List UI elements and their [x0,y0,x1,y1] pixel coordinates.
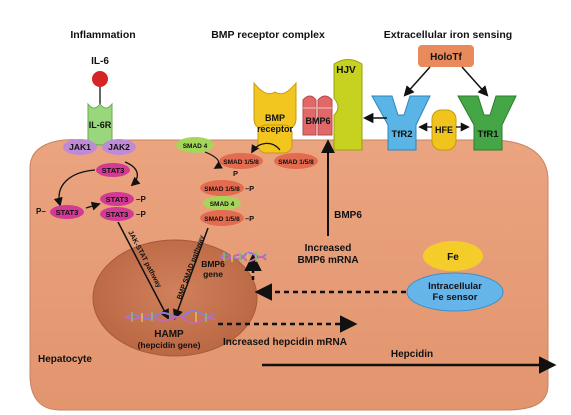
stat3-dimer-a-p: –P [136,195,146,204]
jak2 [102,139,136,155]
smad158-free [274,153,318,169]
bmp6-gene-label-1: BMP6 [201,259,225,269]
bmp6-ligand [302,95,333,136]
stat3-top [96,163,130,177]
bmp-receptor-base [257,124,293,154]
hfe-label: HFE [435,125,453,135]
smad-complex-top [200,180,244,196]
tfr1 [457,95,517,151]
hjv-label: HJV [336,65,356,76]
jak1-label: JAK1 [69,142,91,152]
holotf-to-tfr2-arrow [403,66,431,97]
smad-complex-top-label: SMAD 1/5/8 [204,186,240,193]
il6r-label: IL-6R [89,120,112,130]
il6-label: IL-6 [91,56,109,67]
smad4-free [176,137,214,153]
section-extracellular-iron-sensing: Extracellular iron sensing [384,29,512,41]
bmp-receptor-label-1: BMP [265,113,285,123]
smad-complex-smad4-label: SMAD 4 [210,201,235,208]
increased-bmp6-mrna-1: Increased [305,243,352,254]
hepcidin-label: Hepcidin [391,349,433,360]
smad-complex-bottom-p: –P [245,214,254,223]
intracellular-sensor-label-1: Intracellular [428,281,482,292]
stat3-left [50,205,84,219]
stat3-dimer-a [100,192,134,206]
increased-hepcidin-mrna-label: Increased hepcidin mRNA [223,337,347,348]
bmp6-arrow-label: BMP6 [334,210,362,221]
stat3-dimer-b-label: STAT3 [106,210,129,219]
stat3-left-p: P– [36,207,46,216]
bmp6-gene-label-2: gene [203,269,223,279]
bmp-smad-pathway-arrow [172,227,209,320]
smad158-phos [219,153,263,169]
smad-complex-bottom-label: SMAD 1/5/8 [204,216,240,223]
stat3-dimer-b-p: –P [136,210,146,219]
tfr2-label: TfR2 [391,129,412,140]
bmp6-ligand-label: BMP6 [305,116,330,126]
stat3-phosphorylation-arrow [124,161,141,187]
hamp-sub-label: (hepcidin gene) [138,340,201,350]
stat3-recycle-arrow [53,169,96,207]
tfr2 [371,95,431,151]
stat3-dimer-a-label: STAT3 [106,195,129,204]
jak1 [63,139,97,155]
holotf-to-tfr1-arrow [461,66,489,97]
fe-label: Fe [447,252,459,263]
hamp-label: HAMP [154,329,184,340]
intracellular-sensor-label-2: Fe sensor [433,292,478,303]
smad4-free-label: SMAD 4 [183,143,208,150]
intracellular-fe-sensor [406,272,504,312]
jak-stat-pathway-arrow [117,221,169,320]
smad158-free-label: SMAD 1/5/8 [278,159,314,166]
smad-complex-bottom [200,210,244,226]
smad-phosphorylation-arrow [251,142,281,154]
hepatocyte-label: Hepatocyte [38,354,92,365]
holotf [418,45,474,67]
stat3-left-label: STAT3 [56,208,79,217]
smad158-phos-p: P [233,169,238,178]
hamp-gene-dna [125,309,215,325]
bmp-receptor [253,81,297,129]
fe [423,241,483,271]
section-inflammation: Inflammation [70,29,135,41]
hfe [431,109,457,151]
section-bmp-receptor-complex: BMP receptor complex [211,29,325,41]
tfr1-label: TfR1 [477,129,499,140]
smad-complex-smad4 [203,196,241,210]
smad-complex-top-p: –P [245,184,254,193]
jak2-label: JAK2 [108,142,130,152]
il6-ligand [92,71,108,87]
bmp6-gene-dna [219,251,267,263]
stat3-top-label: STAT3 [102,166,125,175]
increased-bmp6-mrna-2: BMP6 mRNA [297,255,358,266]
bmp-receptor-label-2: receptor [257,124,294,134]
smad4-to-complex-arrow [204,151,223,169]
smad158-phos-label: SMAD 1/5/8 [223,159,259,166]
il6r-receptor [87,102,113,146]
holotf-label: HoloTf [430,52,462,63]
stat3-dimer-arrow [85,201,101,211]
stat3-dimer-b [100,207,134,221]
